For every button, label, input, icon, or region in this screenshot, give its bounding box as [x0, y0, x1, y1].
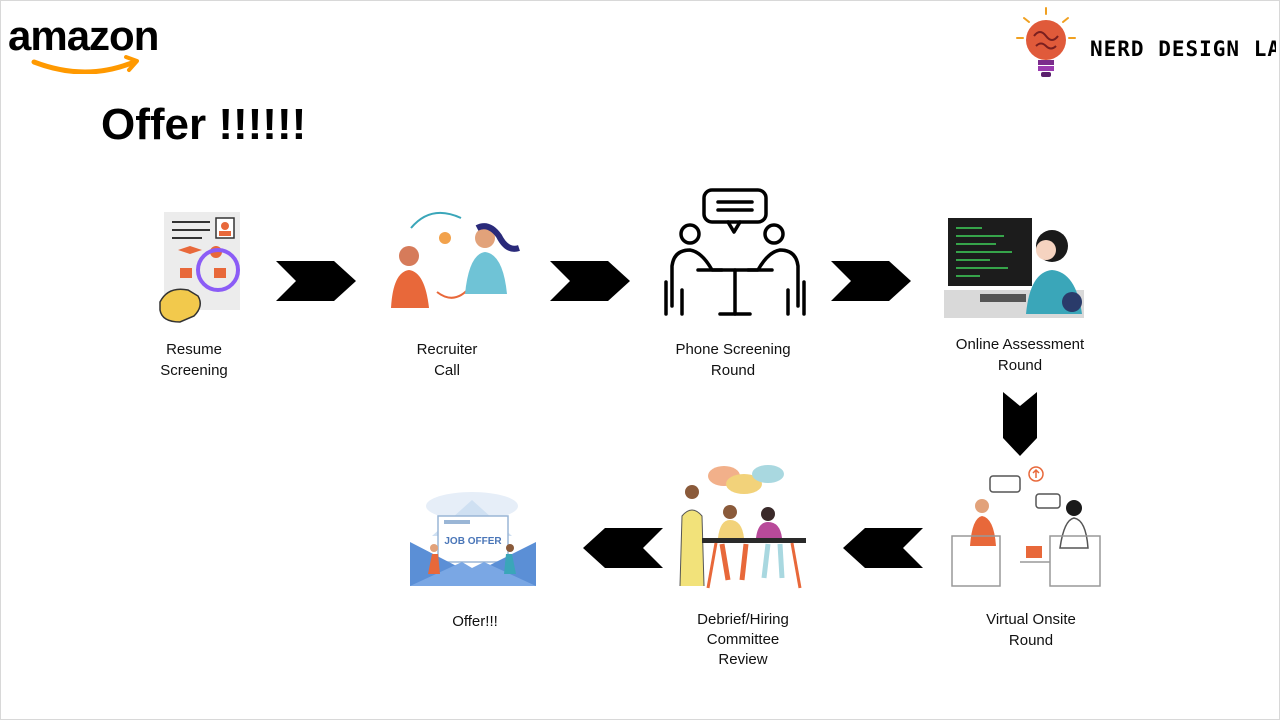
phone-screening-illustration — [664, 188, 806, 316]
step-label-virtual-onsite: Virtual Onsite Round — [986, 611, 1076, 649]
flow-arrow-right-1 — [276, 261, 356, 301]
step-label-debrief: Debrief/Hiring Committee Review — [697, 611, 789, 668]
brain-bulb-icon — [1016, 7, 1076, 77]
flow-arrow-right-2 — [550, 261, 630, 301]
magnifier-icon — [196, 248, 240, 292]
table-icon — [702, 538, 806, 543]
nerd-design-lab-wordmark: NERD DESIGN LAB — [1090, 37, 1276, 61]
job-offer-text: JOB OFFER — [444, 536, 502, 547]
step-label-recruiter-call: Recruiter Call — [416, 341, 478, 379]
speech-bubble-icon — [702, 188, 768, 224]
graduation-cap-icon — [178, 246, 202, 254]
flow-arrow-left-1 — [843, 528, 923, 568]
amazon-logo: amazon — [8, 12, 159, 74]
nerd-design-lab-logo: NERD DESIGN LAB — [1016, 7, 1276, 77]
page-title: Offer !!!!!! — [101, 100, 307, 149]
online-assessment-illustration — [944, 218, 1084, 318]
lightbulb-icon — [439, 232, 451, 244]
step-label-resume-screening: Resume Screening — [160, 341, 228, 379]
amazon-smile-arrow-icon — [124, 55, 139, 72]
step-label-online-assessment: Online Assessment Round — [955, 336, 1085, 374]
flow-arrow-down — [1003, 392, 1037, 456]
hand-icon — [159, 288, 201, 323]
flow-arrow-left-2 — [583, 528, 663, 568]
resume-screening-illustration — [159, 212, 240, 323]
job-offer-illustration: JOB OFFER — [410, 492, 536, 586]
virtual-onsite-illustration — [951, 466, 1101, 587]
keyboard-icon — [980, 294, 1026, 302]
step-label-phone-screening: Phone Screening Round — [675, 341, 791, 379]
step-label-offer: Offer!!! — [452, 613, 498, 630]
amazon-wordmark: amazon — [8, 12, 158, 59]
flow-arrow-right-3 — [831, 261, 911, 301]
amazon-smile-icon — [31, 59, 137, 74]
recruiter-call-illustration — [391, 211, 520, 308]
debrief-illustration — [679, 465, 806, 589]
